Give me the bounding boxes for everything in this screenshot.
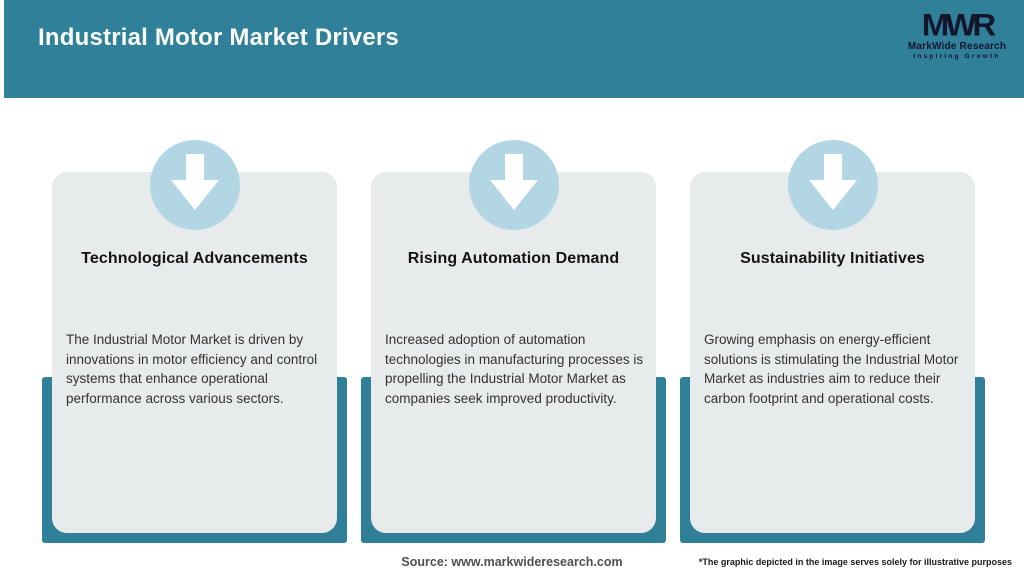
card-panel (371, 172, 656, 533)
card-panel (690, 172, 975, 533)
driver-card-technological-advancements: Technological Advancements The Industria… (42, 0, 347, 576)
card-title: Sustainability Initiatives (740, 250, 925, 267)
driver-card-rising-automation-demand: Rising Automation Demand Increased adopt… (361, 0, 666, 576)
markwide-research-logo: MWR MarkWide Research Inspiring Growth (902, 8, 1012, 60)
page-title: Industrial Motor Market Drivers (38, 24, 399, 51)
card-title: Rising Automation Demand (407, 250, 620, 267)
card-body-text: The Industrial Motor Market is driven by… (66, 332, 318, 406)
source-text: Source: www.markwideresearch.com (401, 555, 623, 569)
card-body-text: Increased adoption of automation technol… (385, 332, 644, 406)
logo-tagline: Inspiring Growth (913, 53, 1001, 60)
card-body-text: Growing emphasis on energy-efficient sol… (704, 332, 959, 406)
down-arrow-icon (150, 140, 240, 230)
down-arrow-icon (788, 140, 878, 230)
logo-monogram: MWR (921, 6, 996, 43)
disclaimer-text: *The graphic depicted in the image serve… (698, 557, 1012, 567)
logo-name: MarkWide Research (907, 41, 1007, 52)
header-bar: Industrial Motor Market Drivers MWR Mark… (4, 0, 1024, 98)
down-arrow-icon (469, 140, 559, 230)
driver-card-sustainability-initiatives: Sustainability Initiatives Growing empha… (680, 0, 985, 576)
card-panel (52, 172, 337, 533)
card-title: Technological Advancements (81, 250, 308, 267)
